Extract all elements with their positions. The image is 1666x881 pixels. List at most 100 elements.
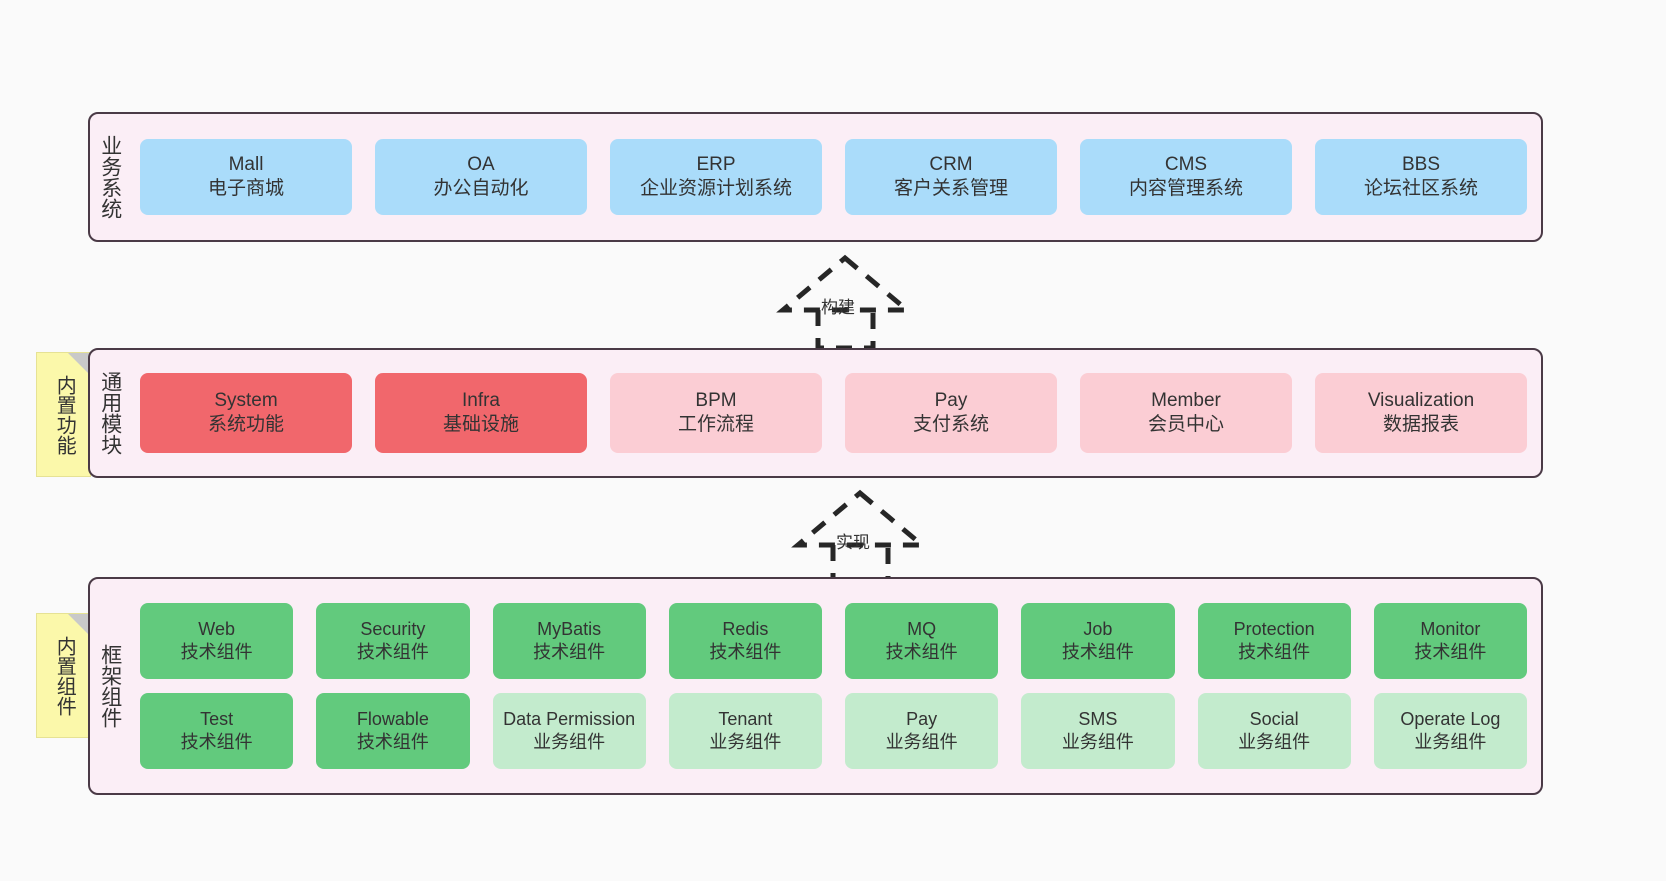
node-title: Visualization bbox=[1367, 389, 1475, 411]
node-data-permission[interactable]: Data Permission 业务组件 bbox=[492, 693, 646, 769]
node-subtitle: 技术组件 bbox=[356, 642, 429, 662]
node-mybatis[interactable]: MyBatis 技术组件 bbox=[492, 603, 646, 679]
node-member[interactable]: Member 会员中心 bbox=[1080, 373, 1292, 453]
node-subtitle: 业务组件 bbox=[1414, 732, 1487, 752]
node-title: Flowable bbox=[356, 708, 429, 729]
layer-row: Web 技术组件 Security 技术组件 MyBatis 技术组件 Redi… bbox=[140, 603, 1527, 679]
connector-build: 构建 bbox=[755, 252, 935, 351]
layer-row: System 系统功能 Infra 基础设施 BPM 工作流程 Pay 支付系统… bbox=[140, 373, 1527, 453]
node-flowable[interactable]: Flowable 技术组件 bbox=[316, 693, 470, 769]
node-subtitle: 会员中心 bbox=[1147, 414, 1224, 435]
node-infra[interactable]: Infra 基础设施 bbox=[375, 373, 587, 453]
node-mq[interactable]: MQ 技术组件 bbox=[845, 603, 999, 679]
node-title: Tenant bbox=[718, 708, 773, 729]
layer-title-business: 业务系统 bbox=[98, 135, 122, 219]
node-tenant[interactable]: Tenant 业务组件 bbox=[668, 693, 822, 769]
node-subtitle: 技术组件 bbox=[1061, 642, 1134, 662]
node-system[interactable]: System 系统功能 bbox=[140, 373, 352, 453]
node-subtitle: 电子商城 bbox=[207, 178, 284, 199]
node-mall[interactable]: Mall 电子商城 bbox=[140, 139, 352, 215]
node-title: MyBatis bbox=[537, 618, 602, 639]
node-protection[interactable]: Protection 技术组件 bbox=[1197, 603, 1351, 679]
node-title: Security bbox=[360, 618, 426, 639]
layer-business-system[interactable]: 业务系统 Mall 电子商城 OA 办公自动化 ERP 企业资源计划系统 CRM… bbox=[88, 112, 1543, 242]
node-subtitle: 支付系统 bbox=[912, 414, 989, 435]
node-title: Protection bbox=[1233, 618, 1315, 639]
layer-title-framework: 框架组件 bbox=[98, 644, 122, 728]
node-pay-business[interactable]: Pay 业务组件 bbox=[845, 693, 999, 769]
connector-label-implement: 实现 bbox=[836, 533, 870, 552]
node-subtitle: 系统功能 bbox=[207, 414, 284, 435]
node-security[interactable]: Security 技术组件 bbox=[316, 603, 470, 679]
node-bbs[interactable]: BBS 论坛社区系统 bbox=[1315, 139, 1527, 215]
node-web[interactable]: Web 技术组件 bbox=[140, 603, 294, 679]
layer-row: Mall 电子商城 OA 办公自动化 ERP 企业资源计划系统 CRM 客户关系… bbox=[140, 139, 1527, 215]
node-title: Redis bbox=[722, 618, 769, 639]
node-redis[interactable]: Redis 技术组件 bbox=[668, 603, 822, 679]
note-fold-icon bbox=[68, 353, 90, 375]
node-title: Job bbox=[1083, 618, 1113, 639]
node-erp[interactable]: ERP 企业资源计划系统 bbox=[610, 139, 822, 215]
node-title: BBS bbox=[1401, 153, 1441, 175]
connector-implement: 实现 bbox=[770, 487, 950, 586]
node-title: SMS bbox=[1078, 708, 1118, 729]
note-fold-icon bbox=[68, 614, 90, 636]
node-visualization[interactable]: Visualization 数据报表 bbox=[1315, 373, 1527, 453]
note-label: 内置组件 bbox=[53, 635, 76, 716]
node-subtitle: 技术组件 bbox=[180, 732, 253, 752]
node-title: Social bbox=[1249, 708, 1299, 729]
layer-row: Test 技术组件 Flowable 技术组件 Data Permission … bbox=[140, 693, 1527, 769]
node-job[interactable]: Job 技术组件 bbox=[1021, 603, 1175, 679]
node-title: Operate Log bbox=[1400, 708, 1501, 729]
node-cms[interactable]: CMS 内容管理系统 bbox=[1080, 139, 1292, 215]
node-subtitle: 数据报表 bbox=[1382, 414, 1459, 435]
node-title: Data Permission bbox=[503, 708, 636, 729]
node-subtitle: 技术组件 bbox=[1414, 642, 1487, 662]
node-crm[interactable]: CRM 客户关系管理 bbox=[845, 139, 1057, 215]
node-subtitle: 业务组件 bbox=[885, 732, 958, 752]
node-operate-log[interactable]: Operate Log 业务组件 bbox=[1373, 693, 1527, 769]
node-subtitle: 技术组件 bbox=[1238, 642, 1311, 662]
node-social[interactable]: Social 业务组件 bbox=[1197, 693, 1351, 769]
layer-common-module[interactable]: 通用模块 System 系统功能 Infra 基础设施 BPM 工作流程 Pay… bbox=[88, 348, 1543, 478]
node-title: CMS bbox=[1164, 153, 1208, 175]
node-title: Infra bbox=[461, 389, 501, 411]
layer-body-common: System 系统功能 Infra 基础设施 BPM 工作流程 Pay 支付系统… bbox=[130, 350, 1541, 476]
node-subtitle: 基础设施 bbox=[442, 414, 519, 435]
node-title: ERP bbox=[696, 153, 736, 175]
node-title: Mall bbox=[228, 153, 264, 175]
node-subtitle: 业务组件 bbox=[1238, 732, 1311, 752]
node-title: System bbox=[214, 389, 278, 411]
node-pay[interactable]: Pay 支付系统 bbox=[845, 373, 1057, 453]
note-builtin-component[interactable]: 内置组件 bbox=[36, 613, 91, 738]
node-subtitle: 业务组件 bbox=[1061, 732, 1134, 752]
node-title: Pay bbox=[934, 389, 968, 411]
node-subtitle: 技术组件 bbox=[180, 642, 253, 662]
node-sms[interactable]: SMS 业务组件 bbox=[1021, 693, 1175, 769]
layer-body-framework: Web 技术组件 Security 技术组件 MyBatis 技术组件 Redi… bbox=[130, 579, 1541, 793]
layer-framework-component[interactable]: 框架组件 Web 技术组件 Security 技术组件 MyBatis 技术组件… bbox=[88, 577, 1543, 795]
node-title: Monitor bbox=[1420, 618, 1481, 639]
node-title: Test bbox=[200, 708, 234, 729]
note-builtin-function[interactable]: 内置功能 bbox=[36, 352, 91, 477]
node-subtitle: 业务组件 bbox=[709, 732, 782, 752]
node-subtitle: 技术组件 bbox=[709, 642, 782, 662]
node-title: Member bbox=[1151, 389, 1221, 411]
node-subtitle: 技术组件 bbox=[533, 642, 606, 662]
node-subtitle: 技术组件 bbox=[885, 642, 958, 662]
node-title: Web bbox=[198, 618, 235, 639]
node-subtitle: 技术组件 bbox=[356, 732, 429, 752]
node-subtitle: 内容管理系统 bbox=[1128, 178, 1243, 199]
node-subtitle: 办公自动化 bbox=[433, 178, 529, 199]
node-title: Pay bbox=[906, 708, 938, 729]
node-subtitle: 企业资源计划系统 bbox=[639, 178, 792, 199]
node-test[interactable]: Test 技术组件 bbox=[140, 693, 294, 769]
layer-title-common: 通用模块 bbox=[98, 371, 122, 455]
note-label: 内置功能 bbox=[53, 374, 76, 455]
node-subtitle: 业务组件 bbox=[533, 732, 606, 752]
node-bpm[interactable]: BPM 工作流程 bbox=[610, 373, 822, 453]
layer-body-business: Mall 电子商城 OA 办公自动化 ERP 企业资源计划系统 CRM 客户关系… bbox=[130, 114, 1541, 240]
node-monitor[interactable]: Monitor 技术组件 bbox=[1373, 603, 1527, 679]
node-oa[interactable]: OA 办公自动化 bbox=[375, 139, 587, 215]
